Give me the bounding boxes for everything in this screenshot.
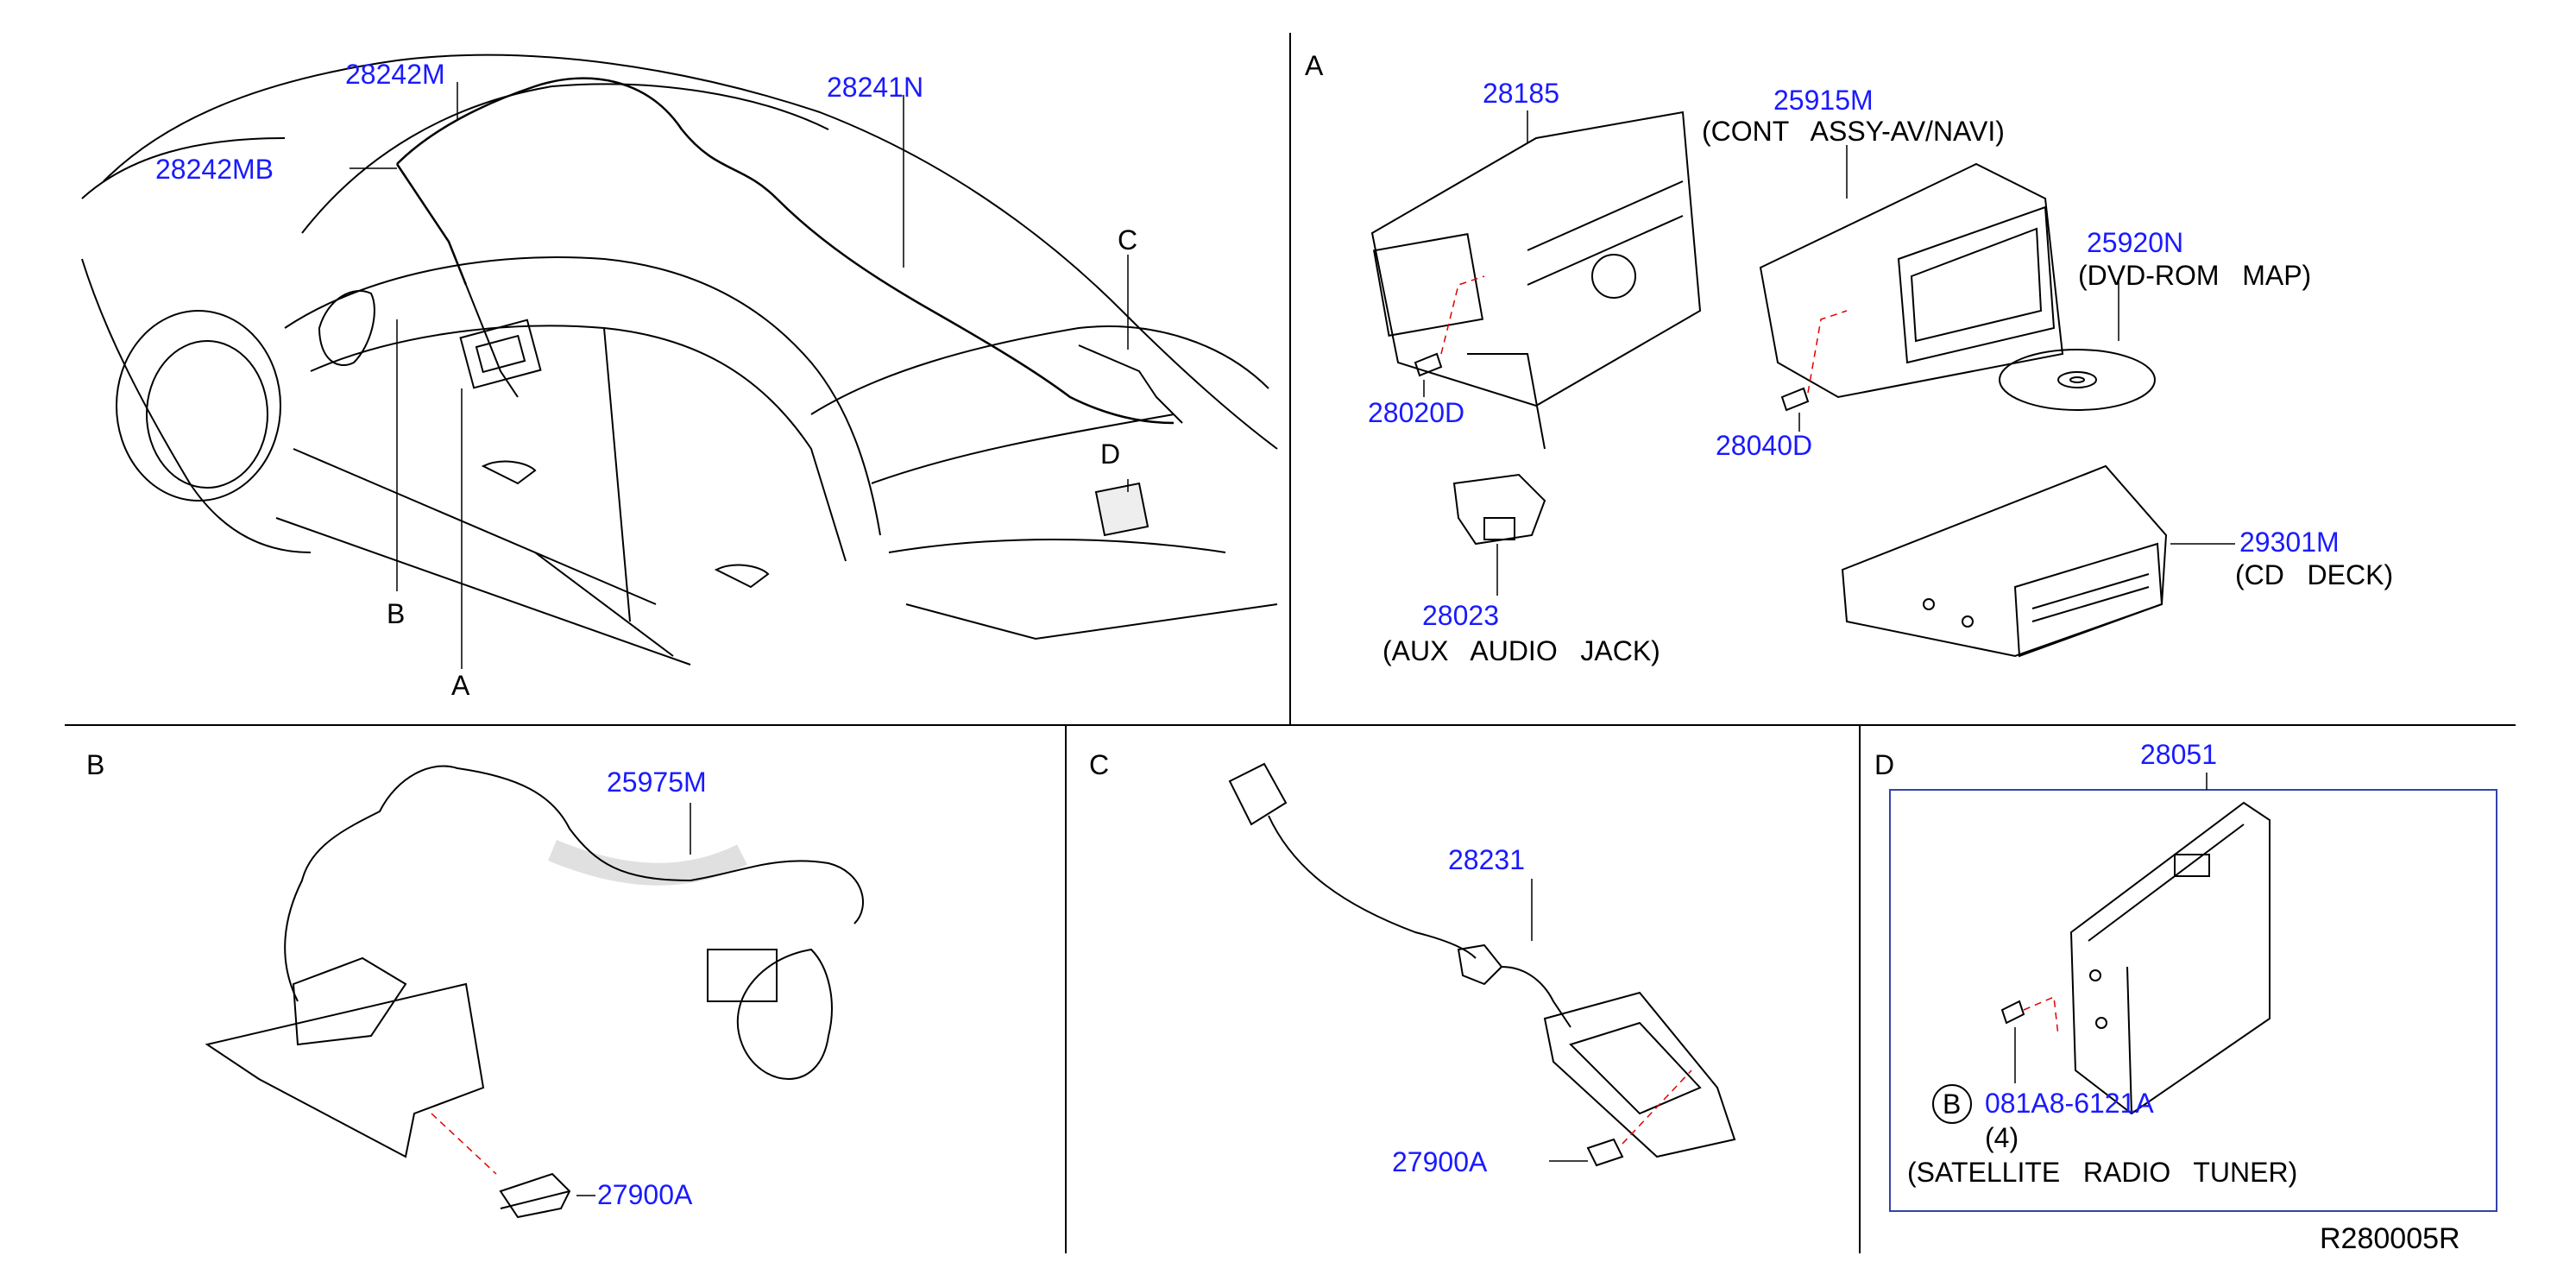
- section-a-dashed-leaders: [1440, 275, 1848, 394]
- part-28023[interactable]: 28023: [1422, 600, 1499, 631]
- part-25920N-description: (DVD-ROM MAP): [2078, 260, 2312, 291]
- part-28231[interactable]: 28231: [1448, 844, 1525, 875]
- car-body-illustration: [81, 54, 1278, 666]
- part-081A8-6121A[interactable]: 081A8-6121A: [1985, 1088, 2154, 1119]
- part-25920N[interactable]: 25920N: [2087, 227, 2184, 258]
- part-29301M-description: (CD DECK): [2235, 559, 2394, 590]
- part-27900A-c[interactable]: 27900A: [1392, 1146, 1488, 1177]
- section-d-illustration: [1932, 801, 2271, 1124]
- callout-d: D: [1100, 439, 1121, 470]
- section-c-dashed-leaders: [1622, 1070, 1692, 1145]
- section-label-b: B: [86, 749, 105, 780]
- part-28241N[interactable]: 28241N: [827, 72, 924, 103]
- section-d-dashed-leaders: [2023, 995, 2059, 1037]
- section-label-a: A: [1305, 50, 1324, 81]
- bolt-circle-icon: [1932, 1084, 1972, 1124]
- part-28051[interactable]: 28051: [2140, 739, 2217, 770]
- diagram-code: R280005R: [2320, 1222, 2460, 1255]
- part-081A8-quantity: (4): [1985, 1122, 2019, 1153]
- part-28242M[interactable]: 28242M: [345, 59, 445, 90]
- callout-b: B: [387, 598, 406, 629]
- part-25915M[interactable]: 25915M: [1773, 85, 1874, 116]
- section-label-d: D: [1874, 749, 1895, 780]
- section-b-dashed-leaders: [431, 1113, 497, 1175]
- callout-c: C: [1118, 224, 1138, 256]
- bolt-symbol-b: B: [1943, 1089, 1962, 1120]
- section-d-frame: [1889, 789, 2497, 1212]
- part-29301M[interactable]: 29301M: [2239, 527, 2340, 558]
- part-25915M-description: (CONT ASSY-AV/NAVI): [1702, 116, 2005, 147]
- part-28051-description: (SATELLITE RADIO TUNER): [1907, 1157, 2298, 1188]
- section-a-leaders: [1423, 110, 2235, 596]
- part-25975M[interactable]: 25975M: [607, 767, 707, 798]
- section-c-leaders: [1531, 879, 1588, 1162]
- overview-leaders: [350, 82, 1129, 669]
- part-28023-description: (AUX AUDIO JACK): [1382, 635, 1660, 666]
- section-label-c: C: [1089, 749, 1110, 780]
- part-28185[interactable]: 28185: [1483, 78, 1559, 109]
- part-28020D[interactable]: 28020D: [1368, 397, 1465, 428]
- section-a-illustration: [1370, 110, 2168, 658]
- section-b-illustration: [205, 765, 864, 1219]
- section-b-leaders: [576, 803, 691, 1196]
- section-d-leaders: [2014, 773, 2208, 1083]
- section-c-illustration: [1228, 762, 1736, 1167]
- section-dividers: [65, 33, 2516, 1253]
- part-28040D[interactable]: 28040D: [1716, 430, 1813, 461]
- callout-a: A: [451, 670, 470, 701]
- part-27900A-b[interactable]: 27900A: [597, 1179, 693, 1210]
- part-28242MB[interactable]: 28242MB: [155, 154, 274, 185]
